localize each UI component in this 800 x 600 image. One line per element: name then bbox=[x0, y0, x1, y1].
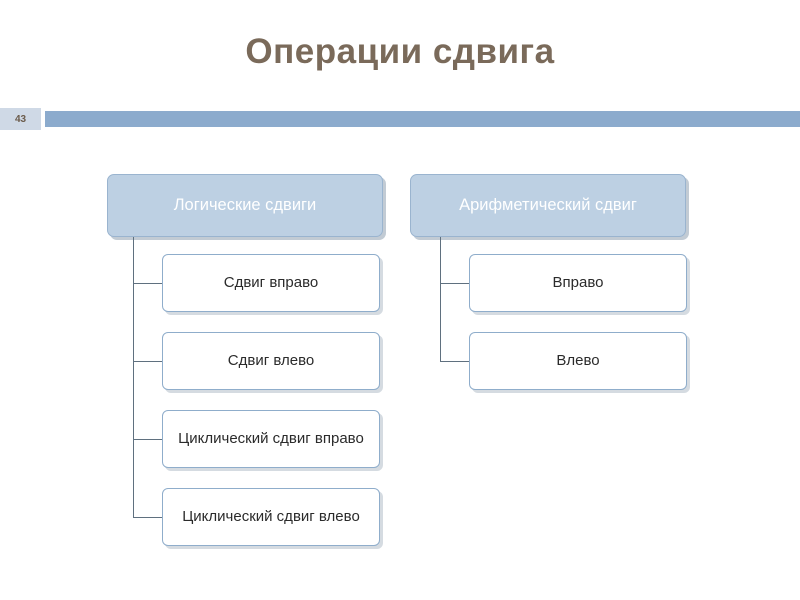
connector-left-stub-3 bbox=[133, 439, 162, 440]
node-logical-shift-right[interactable]: Сдвиг вправо bbox=[162, 254, 380, 312]
node-logical-shift-left[interactable]: Сдвиг влево bbox=[162, 332, 380, 390]
connector-left-trunk bbox=[133, 237, 134, 517]
node-label: Сдвиг вправо bbox=[223, 274, 319, 292]
connector-right-stub-1 bbox=[440, 283, 469, 284]
node-arithmetic-shift[interactable]: Арифметический сдвиг bbox=[410, 174, 686, 237]
node-label: Влево bbox=[556, 352, 600, 370]
node-cyclic-shift-right[interactable]: Циклический сдвиг вправо bbox=[162, 410, 380, 468]
node-label: Сдвиг влево bbox=[227, 352, 315, 370]
node-arithmetic-left[interactable]: Влево bbox=[469, 332, 687, 390]
node-cyclic-shift-left[interactable]: Циклический сдвиг влево bbox=[162, 488, 380, 546]
page-number-label: 43 bbox=[14, 113, 27, 125]
node-label: Вправо bbox=[552, 274, 604, 292]
page-title: Операции сдвига bbox=[245, 32, 555, 71]
node-label: Циклический сдвиг влево bbox=[182, 508, 360, 526]
connector-left-stub-2 bbox=[133, 361, 162, 362]
connector-left-stub-4 bbox=[133, 517, 162, 518]
page-number-badge: 43 bbox=[0, 108, 41, 130]
connector-left-stub-1 bbox=[133, 283, 162, 284]
node-logical-shifts[interactable]: Логические сдвиги bbox=[107, 174, 383, 237]
node-arithmetic-right[interactable]: Вправо bbox=[469, 254, 687, 312]
node-label: Логические сдвиги bbox=[173, 195, 317, 214]
node-label: Арифметический сдвиг bbox=[459, 195, 637, 214]
connector-right-trunk bbox=[440, 237, 441, 361]
node-label: Циклический сдвиг вправо bbox=[178, 430, 364, 448]
connector-right-stub-2 bbox=[440, 361, 469, 362]
header-rule bbox=[45, 111, 800, 127]
